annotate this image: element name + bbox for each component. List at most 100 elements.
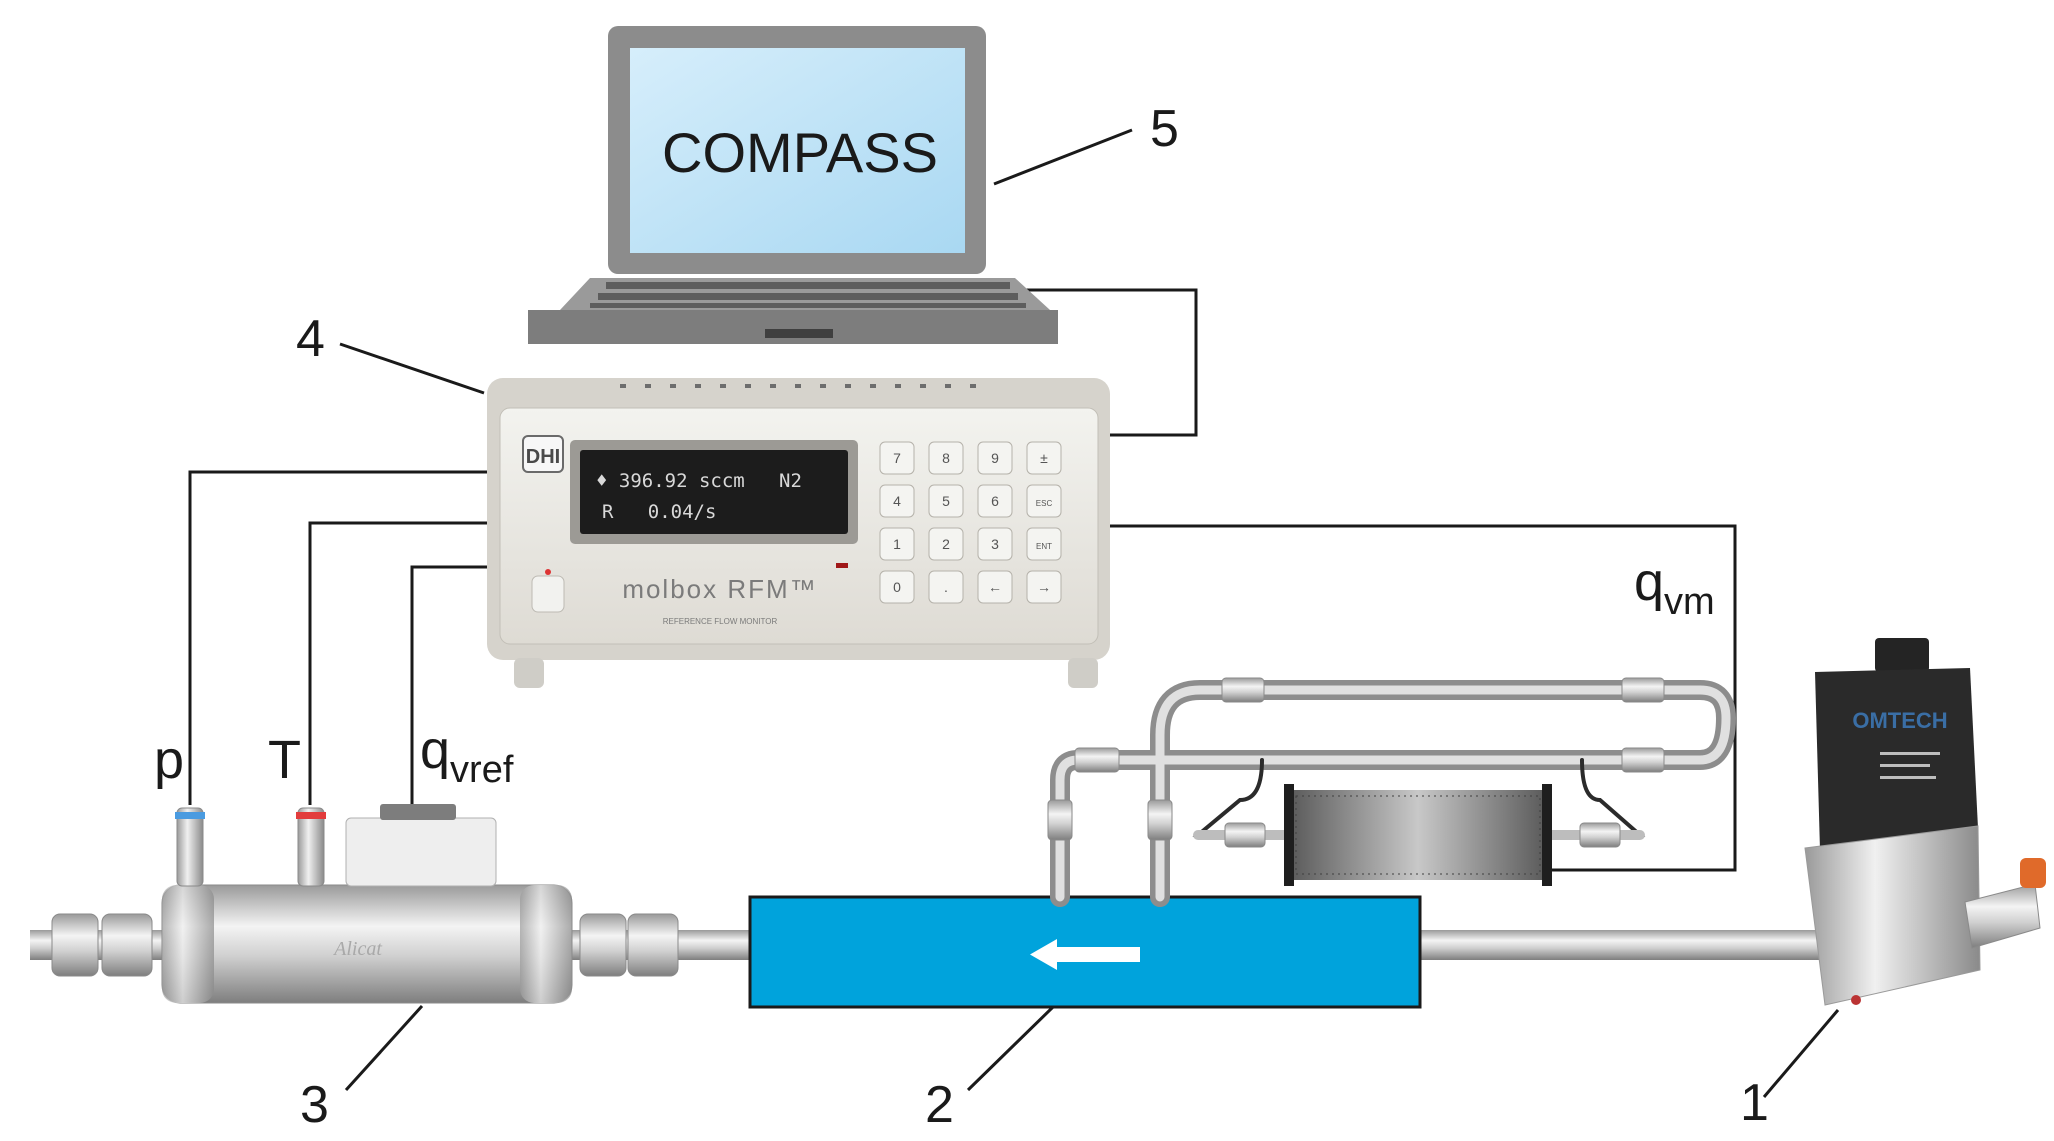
keypad-key[interactable]: ← bbox=[977, 570, 1013, 604]
keypad-key[interactable]: 1 bbox=[879, 527, 915, 561]
keypad-key[interactable]: → bbox=[1026, 570, 1062, 604]
keypad-key-cap[interactable] bbox=[977, 570, 1013, 604]
valve-label-line-2 bbox=[1880, 764, 1930, 767]
fitting-left-1 bbox=[51, 913, 99, 977]
leader-5 bbox=[993, 128, 1133, 186]
keypad-key-cap[interactable] bbox=[879, 570, 915, 604]
model-name: molbox RFM™ bbox=[622, 574, 817, 604]
keypad-key[interactable]: 6 bbox=[977, 484, 1013, 518]
molbox-instrument: DHI ♦ 396.92 sccm N2 R 0.04/s molbox RFM… bbox=[487, 378, 1110, 688]
keypad-key-label: 3 bbox=[991, 536, 999, 552]
keypad-key-cap[interactable] bbox=[1026, 570, 1062, 604]
bypass-tube-upper-shine bbox=[1055, 685, 1731, 902]
keypad-key[interactable]: . bbox=[928, 570, 964, 604]
keypad-key[interactable]: 7 bbox=[879, 441, 915, 475]
model-subtitle: REFERENCE FLOW MONITOR bbox=[663, 617, 778, 626]
keypad-key[interactable]: 8 bbox=[928, 441, 964, 475]
keypad-key-cap[interactable] bbox=[879, 441, 915, 475]
callout-1: 1 bbox=[1740, 1074, 1769, 1132]
label-qvm-sub: vm bbox=[1664, 581, 1715, 623]
keypad-key-cap[interactable] bbox=[1026, 441, 1062, 475]
valve-connector bbox=[1875, 638, 1929, 672]
temperature-port bbox=[297, 807, 325, 887]
instrument-foot-left bbox=[514, 658, 544, 688]
keypad-key-label: 5 bbox=[942, 493, 950, 509]
valve-body bbox=[1804, 825, 1981, 1006]
flow-meter-under-test bbox=[748, 895, 1422, 1009]
keypad-key-cap[interactable] bbox=[1026, 484, 1062, 518]
wire-qvref bbox=[410, 565, 487, 805]
callout-3: 3 bbox=[300, 1076, 329, 1134]
keypad-key-cap[interactable] bbox=[879, 484, 915, 518]
meter-connector bbox=[380, 804, 456, 820]
fitting-left-2 bbox=[101, 913, 153, 977]
top-vents bbox=[620, 384, 976, 388]
keypad-key-cap[interactable] bbox=[928, 441, 964, 475]
label-qvref-sub: vref bbox=[450, 749, 514, 791]
keypad-key-label: 8 bbox=[942, 450, 950, 466]
keypad-key-cap[interactable] bbox=[928, 484, 964, 518]
keypad-key-label: 1 bbox=[893, 536, 901, 552]
keypad-key-cap[interactable] bbox=[977, 484, 1013, 518]
callout-5: 5 bbox=[1150, 100, 1179, 158]
keypad-key[interactable]: 0 bbox=[879, 570, 915, 604]
wire-qvm bbox=[1108, 524, 1737, 872]
keypad: 7 8 9 ±4 5 6 ESC 1 2 3 ENT 0. ← → bbox=[879, 441, 1062, 604]
laptop-keyboard bbox=[590, 282, 1026, 308]
label-p: p bbox=[154, 730, 184, 790]
meter-end-cap-left bbox=[162, 885, 214, 1003]
keypad-key-cap[interactable] bbox=[1026, 527, 1062, 561]
wire-temperature bbox=[308, 521, 487, 805]
valve-outlet-fitting bbox=[1964, 883, 2041, 949]
keypad-key[interactable]: ENT bbox=[1026, 527, 1062, 561]
keypad-key-cap[interactable] bbox=[928, 570, 964, 604]
solenoid-valve: OMTECH bbox=[1804, 638, 2046, 1006]
keypad-key-cap[interactable] bbox=[977, 527, 1013, 561]
pressure-port bbox=[176, 807, 204, 887]
valve-label-lines bbox=[1880, 752, 1940, 755]
filter-flange-left bbox=[1284, 784, 1294, 886]
keypad-key[interactable]: 3 bbox=[977, 527, 1013, 561]
keypad-key-cap[interactable] bbox=[879, 527, 915, 561]
callout-2: 2 bbox=[925, 1076, 954, 1134]
laptop-screen-text: COMPASS bbox=[662, 121, 938, 184]
keypad-key[interactable]: 4 bbox=[879, 484, 915, 518]
valve-brand: OMTECH bbox=[1852, 708, 1947, 733]
power-button[interactable] bbox=[531, 575, 565, 613]
keypad-key-label: 6 bbox=[991, 493, 999, 509]
filter-flange-right bbox=[1542, 784, 1552, 886]
keypad-key[interactable]: 2 bbox=[928, 527, 964, 561]
callout-leaders bbox=[339, 128, 1840, 1098]
temperature-port-ring bbox=[296, 812, 326, 819]
laptop-touchpad bbox=[765, 329, 833, 338]
fitting-right-1 bbox=[579, 913, 627, 977]
instrument-foot-right bbox=[1068, 658, 1098, 688]
flow-direction-arrow bbox=[1030, 939, 1140, 970]
keypad-key[interactable]: ESC bbox=[1026, 484, 1062, 518]
laptop-screen bbox=[630, 48, 965, 253]
leader-3 bbox=[344, 1004, 424, 1092]
keypad-key[interactable]: 9 bbox=[977, 441, 1013, 475]
label-T: T bbox=[268, 730, 301, 790]
label-qvm-q: q bbox=[1634, 552, 1664, 612]
meter-electronics bbox=[345, 817, 497, 887]
keypad-key-label: 4 bbox=[893, 493, 901, 509]
leader-4 bbox=[339, 342, 485, 395]
keypad-key-label: 9 bbox=[991, 450, 999, 466]
leader-2 bbox=[966, 1005, 1055, 1092]
keypad-key-label: ESC bbox=[1036, 499, 1053, 508]
keypad-key-cap[interactable] bbox=[977, 441, 1013, 475]
keypad-key-label: 0 bbox=[893, 579, 901, 595]
label-qvref: qvref bbox=[420, 720, 514, 791]
label-qvm: qvm bbox=[1634, 552, 1715, 623]
keypad-key[interactable]: ± bbox=[1026, 441, 1062, 475]
power-indicator bbox=[545, 569, 551, 575]
laptop-base-front bbox=[528, 310, 1058, 344]
keypad-key-label: 2 bbox=[942, 536, 950, 552]
keypad-key-cap[interactable] bbox=[928, 527, 964, 561]
keypad-key-label: ← bbox=[988, 579, 1002, 595]
wire-laptop-link bbox=[1020, 288, 1198, 437]
status-led bbox=[836, 563, 848, 568]
keypad-key[interactable]: 5 bbox=[928, 484, 964, 518]
